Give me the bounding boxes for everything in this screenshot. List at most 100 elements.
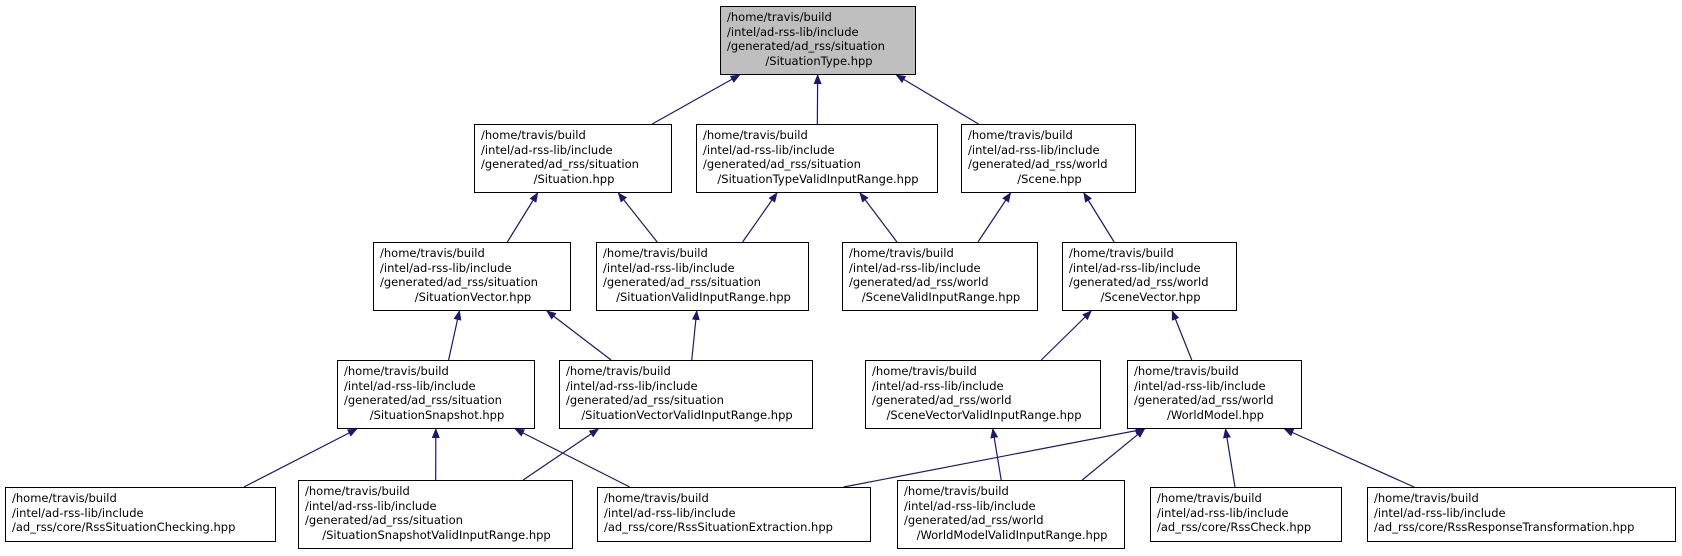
edge-n6-to-n3	[977, 192, 1012, 243]
edge-n3-to-n0	[895, 74, 979, 125]
node-label-line: /home/travis/build	[481, 128, 586, 142]
node-label-line: /intel/ad-rss-lib/include	[872, 378, 1004, 393]
node-label-line: /SceneValidInputRange.hpp	[861, 289, 1021, 304]
edge-n6-to-n2	[859, 192, 898, 243]
node-label-line: /home/travis/build	[603, 246, 708, 260]
node-label-line: /SituationTypeValidInputRange.hpp	[717, 171, 919, 186]
node-label-line: /intel/ad-rss-lib/include	[604, 505, 736, 520]
edge-n5-to-n1	[617, 192, 658, 243]
node-label-line: /generated/ad_rss/world	[904, 513, 1044, 527]
node-label-line: /SituationValidInputRange.hpp	[616, 289, 791, 304]
node-label-line: /WorldModel.hpp	[1167, 407, 1264, 422]
graph-node-n3[interactable]: /home/travis/build/intel/ad-rss-lib/incl…	[961, 124, 1136, 193]
node-label-line: /generated/ad_rss/world	[1134, 393, 1274, 407]
edge-n15-to-n10	[990, 428, 1002, 481]
edge-n5-to-n2	[742, 192, 778, 243]
graph-node-n11[interactable]: /home/travis/build/intel/ad-rss-lib/incl…	[1127, 360, 1302, 429]
node-label-line: /generated/ad_rss/situation	[344, 393, 502, 407]
node-label-line: /generated/ad_rss/world	[849, 275, 989, 289]
node-label-line: /home/travis/build	[904, 484, 1009, 498]
node-label-line: /SceneVectorValidInputRange.hpp	[886, 407, 1082, 422]
node-label-line: /generated/ad_rss/situation	[727, 39, 885, 53]
edge-n13-to-n9	[522, 428, 600, 481]
node-label-line: /generated/ad_rss/situation	[566, 393, 724, 407]
graph-node-n6[interactable]: /home/travis/build/intel/ad-rss-lib/incl…	[842, 242, 1038, 311]
node-label-line: /generated/ad_rss/situation	[481, 157, 639, 171]
node-label-line: /generated/ad_rss/world	[872, 393, 1012, 407]
node-label-line: /ad_rss/core/RssCheck.hpp	[1157, 520, 1312, 534]
edge-n1-to-n0	[651, 74, 741, 125]
edge-n9-to-n5	[691, 310, 700, 361]
graph-node-n14[interactable]: /home/travis/build/intel/ad-rss-lib/incl…	[597, 487, 871, 542]
node-label-line: /intel/ad-rss-lib/include	[968, 142, 1100, 157]
edge-n11-to-n7	[1171, 310, 1193, 361]
node-label-line: /home/travis/build	[727, 10, 832, 24]
node-label-line: /generated/ad_rss/situation	[603, 275, 761, 289]
graph-node-n13[interactable]: /home/travis/build/intel/ad-rss-lib/incl…	[298, 480, 573, 549]
node-label-line: /intel/ad-rss-lib/include	[904, 498, 1036, 513]
node-label-line: /intel/ad-rss-lib/include	[1134, 378, 1266, 393]
node-label-line: /SituationSnapshot.hpp	[369, 407, 505, 422]
node-label-line: /intel/ad-rss-lib/include	[344, 378, 476, 393]
graph-node-n9[interactable]: /home/travis/build/intel/ad-rss-lib/incl…	[559, 360, 813, 429]
node-label-line: /SceneVector.hpp	[1100, 289, 1201, 304]
graph-node-n15[interactable]: /home/travis/build/intel/ad-rss-lib/incl…	[897, 480, 1125, 549]
edge-n12-to-n8	[243, 428, 358, 488]
node-label-line: /home/travis/build	[1069, 246, 1174, 260]
node-label-line: /SituationVector.hpp	[414, 289, 532, 304]
graph-node-n5[interactable]: /home/travis/build/intel/ad-rss-lib/incl…	[596, 242, 809, 311]
node-label-line: /intel/ad-rss-lib/include	[703, 142, 835, 157]
node-label-line: /home/travis/build	[1157, 491, 1262, 505]
edge-n17-to-n11	[1283, 428, 1415, 488]
node-label-line: /intel/ad-rss-lib/include	[566, 378, 698, 393]
node-label-line: /SituationVectorValidInputRange.hpp	[581, 407, 793, 422]
node-label-line: /home/travis/build	[305, 484, 410, 498]
edge-n15-to-n11	[1081, 428, 1146, 481]
node-label-line: /intel/ad-rss-lib/include	[305, 498, 437, 513]
node-label-line: /ad_rss/core/RssResponseTransformation.h…	[1374, 520, 1635, 534]
edge-n14-to-n8	[514, 428, 630, 488]
graph-node-n7[interactable]: /home/travis/build/intel/ad-rss-lib/incl…	[1062, 242, 1237, 311]
node-label-line: /intel/ad-rss-lib/include	[12, 505, 144, 520]
graph-node-n4[interactable]: /home/travis/build/intel/ad-rss-lib/incl…	[373, 242, 571, 311]
graph-node-n10[interactable]: /home/travis/build/intel/ad-rss-lib/incl…	[865, 360, 1101, 429]
edge-n16-to-n11	[1223, 428, 1236, 488]
node-label-line: /home/travis/build	[344, 364, 449, 378]
graph-node-n16[interactable]: /home/travis/build/intel/ad-rss-lib/incl…	[1150, 487, 1342, 542]
node-label-line: /ad_rss/core/RssSituationChecking.hpp	[12, 520, 236, 534]
edge-n14-to-n11	[843, 426, 1146, 488]
graph-node-n2[interactable]: /home/travis/build/intel/ad-rss-lib/incl…	[696, 124, 938, 193]
node-label-line: /intel/ad-rss-lib/include	[481, 142, 613, 157]
node-label-line: /SituationSnapshotValidInputRange.hpp	[322, 527, 551, 542]
node-label-line: /generated/ad_rss/world	[968, 157, 1108, 171]
node-label-line: /home/travis/build	[604, 491, 709, 505]
node-label-line: /SituationType.hpp	[765, 53, 873, 68]
node-label-line: /home/travis/build	[1134, 364, 1239, 378]
node-label-line: /home/travis/build	[1374, 491, 1479, 505]
node-label-line: /home/travis/build	[380, 246, 485, 260]
node-label-line: /intel/ad-rss-lib/include	[1157, 505, 1289, 520]
node-label-line: /generated/ad_rss/situation	[703, 157, 861, 171]
node-label-line: /intel/ad-rss-lib/include	[727, 24, 859, 39]
node-label-line: /generated/ad_rss/situation	[305, 513, 463, 527]
node-label-line: /intel/ad-rss-lib/include	[849, 260, 981, 275]
node-label-line: /ad_rss/core/RssSituationExtraction.hpp	[604, 520, 833, 534]
node-label-line: /home/travis/build	[703, 128, 808, 142]
edge-n7-to-n3	[1083, 192, 1115, 243]
edge-n10-to-n7	[1040, 310, 1092, 361]
node-label-line: /WorldModelValidInputRange.hpp	[916, 527, 1108, 542]
node-label-line: /Scene.hpp	[1017, 171, 1082, 186]
graph-node-n17[interactable]: /home/travis/build/intel/ad-rss-lib/incl…	[1367, 487, 1676, 542]
graph-node-n0[interactable]: /home/travis/build/intel/ad-rss-lib/incl…	[720, 6, 916, 75]
edge-n4-to-n1	[506, 192, 539, 243]
graph-node-n1[interactable]: /home/travis/build/intel/ad-rss-lib/incl…	[474, 124, 672, 193]
node-label-line: /home/travis/build	[849, 246, 954, 260]
node-label-line: /intel/ad-rss-lib/include	[380, 260, 512, 275]
graph-node-n8[interactable]: /home/travis/build/intel/ad-rss-lib/incl…	[337, 360, 535, 429]
graph-node-n12[interactable]: /home/travis/build/intel/ad-rss-lib/incl…	[5, 487, 276, 542]
node-label-line: /home/travis/build	[566, 364, 671, 378]
node-label-line: /generated/ad_rss/situation	[380, 275, 538, 289]
node-label-line: /home/travis/build	[12, 491, 117, 505]
node-label-line: /intel/ad-rss-lib/include	[603, 260, 735, 275]
